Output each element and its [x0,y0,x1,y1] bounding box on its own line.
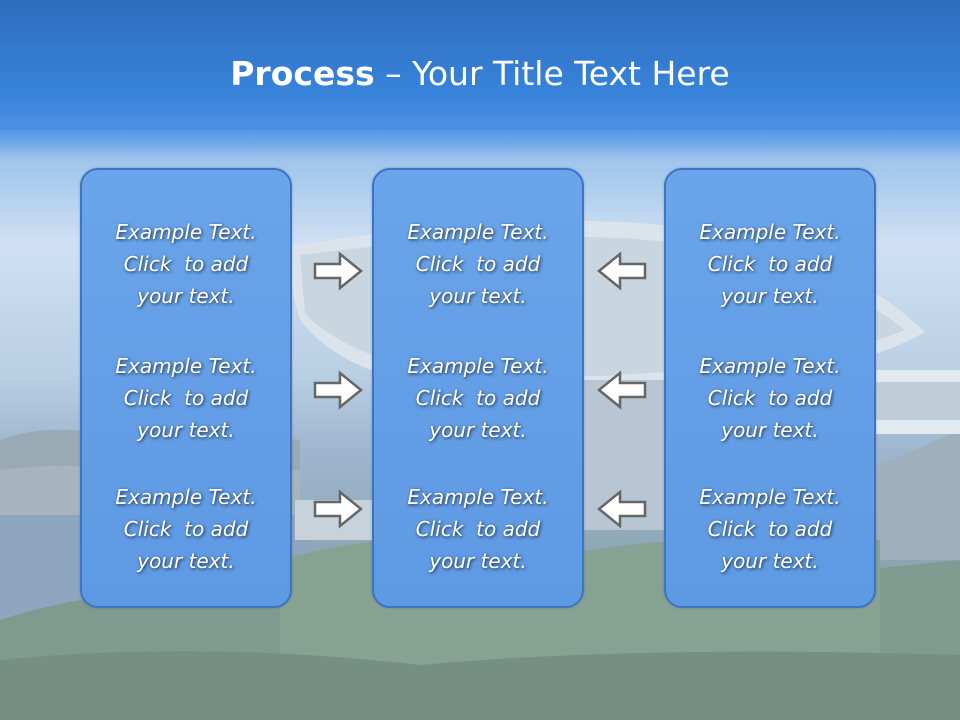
right-arrow-icon [313,370,363,410]
panel-text[interactable]: Example Text. Click to add your text. [407,485,549,573]
right-arrow-icon [313,251,363,291]
panel-text[interactable]: Example Text. Click to add your text. [407,354,549,442]
panel-text[interactable]: Example Text. Click to add your text. [699,220,841,308]
slide-title[interactable]: Process – Your Title Text Here [0,52,960,96]
title-bar-fade [0,118,960,158]
title-rest: – Your Title Text Here [374,54,730,93]
left-arrow-icon [597,489,647,529]
title-bold: Process [230,54,375,93]
panel-text[interactable]: Example Text. Click to add your text. [699,354,841,442]
panel-text[interactable]: Example Text. Click to add your text. [407,220,549,308]
left-arrow-icon [597,251,647,291]
panel-text[interactable]: Example Text. Click to add your text. [115,354,257,442]
process-panel-left: Example Text. Click to add your text. Ex… [80,168,292,608]
right-arrow-icon [313,489,363,529]
panel-text[interactable]: Example Text. Click to add your text. [115,485,257,573]
panel-text[interactable]: Example Text. Click to add your text. [699,485,841,573]
left-arrow-icon [597,370,647,410]
process-panel-center: Example Text. Click to add your text. Ex… [372,168,584,608]
panel-text[interactable]: Example Text. Click to add your text. [115,220,257,308]
title-bar [0,0,960,130]
process-panel-right: Example Text. Click to add your text. Ex… [664,168,876,608]
